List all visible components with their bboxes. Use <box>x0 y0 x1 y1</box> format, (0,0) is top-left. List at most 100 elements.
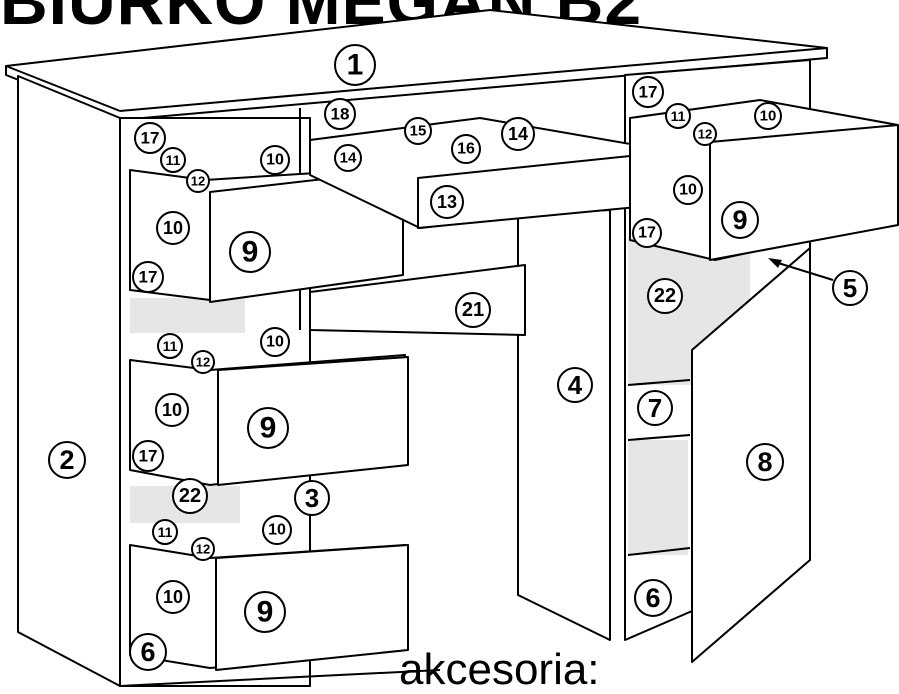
callout-number: 10 <box>679 182 697 199</box>
part-callout-l14a: 14 <box>334 144 362 172</box>
callout-number: 22 <box>654 285 676 307</box>
callout-circle <box>557 367 593 403</box>
part-callout-l12d: 12 <box>693 122 717 146</box>
callout-circle <box>260 145 290 175</box>
callout-number: 8 <box>757 447 772 477</box>
callout-circle <box>160 147 186 173</box>
callout-number: 17 <box>639 83 658 102</box>
callout-circle <box>191 537 215 561</box>
part-callout-l4: 4 <box>557 367 593 403</box>
callout-circle <box>156 580 190 614</box>
part-callout-l10f: 10 <box>262 515 292 545</box>
part-callout-l10c: 10 <box>155 393 189 427</box>
part-callout-l9c: 9 <box>244 591 286 633</box>
callout-number: 9 <box>257 596 274 629</box>
part-callout-l13: 13 <box>430 185 464 219</box>
callout-circle <box>754 102 782 130</box>
callout-number: 17 <box>139 268 158 287</box>
part-callout-l22b: 22 <box>172 478 208 514</box>
callout-circle <box>404 117 432 145</box>
part-callout-l11b: 11 <box>157 333 183 359</box>
part-callout-l2: 2 <box>48 441 86 479</box>
part-callout-l10a: 10 <box>156 211 190 245</box>
label-5-leader-line <box>774 261 834 281</box>
callout-circle <box>693 122 717 146</box>
callout-circle <box>186 169 210 193</box>
callout-number: 9 <box>732 205 747 235</box>
callout-circle <box>632 76 664 108</box>
left-drawer-2-front <box>217 356 409 486</box>
callout-circle <box>721 201 759 239</box>
callout-circle <box>637 390 673 426</box>
part-callout-l10g: 10 <box>673 175 703 205</box>
right-shelf-gray-lower <box>628 440 688 555</box>
callout-circle <box>430 185 464 219</box>
part-callout-l9a: 9 <box>229 231 271 273</box>
callout-circle <box>832 270 868 306</box>
callout-circle <box>260 327 290 357</box>
callout-circle <box>634 579 672 617</box>
callout-circle <box>172 478 208 514</box>
part-callout-l21: 21 <box>455 292 491 328</box>
part-callout-l1: 1 <box>334 44 376 86</box>
part-callout-l11a: 11 <box>160 147 186 173</box>
callout-number: 11 <box>166 152 181 168</box>
callout-number: 17 <box>139 447 158 466</box>
callout-circle <box>157 333 183 359</box>
callout-circle <box>152 519 178 545</box>
part-callout-l22a: 22 <box>647 278 683 314</box>
callout-number: 12 <box>196 542 210 557</box>
callout-circle <box>129 633 167 671</box>
callout-number: 5 <box>843 273 857 303</box>
callout-circle <box>665 103 691 129</box>
callout-circle <box>156 211 190 245</box>
callout-circle <box>451 134 481 164</box>
part-callout-l12b: 12 <box>191 350 215 374</box>
callout-circle <box>324 98 356 130</box>
callout-number: 10 <box>163 218 183 238</box>
callout-circle <box>48 441 86 479</box>
callout-number: 10 <box>163 587 183 607</box>
callout-number: 18 <box>331 105 350 124</box>
part-callout-l10e: 10 <box>156 580 190 614</box>
part-callout-l7: 7 <box>637 390 673 426</box>
part-callout-l10h: 10 <box>754 102 782 130</box>
callout-circle <box>132 261 164 293</box>
part-callout-l8: 8 <box>746 443 784 481</box>
part-callout-l12a: 12 <box>186 169 210 193</box>
callout-circle <box>132 440 164 472</box>
callout-number: 1 <box>347 49 364 82</box>
callout-number: 10 <box>162 400 182 420</box>
part-callout-l17a: 17 <box>134 122 166 154</box>
callout-number: 17 <box>141 129 160 148</box>
callout-number: 10 <box>268 522 286 539</box>
callout-number: 10 <box>266 334 284 351</box>
callout-circle <box>632 218 662 248</box>
part-callout-l18: 18 <box>324 98 356 130</box>
callout-number: 11 <box>158 524 173 540</box>
callout-circle <box>262 515 292 545</box>
callout-number: 11 <box>163 338 178 354</box>
part-callout-l10d: 10 <box>260 327 290 357</box>
part-callout-l10b: 10 <box>260 145 290 175</box>
part-callout-l16: 16 <box>451 134 481 164</box>
callout-number: 2 <box>59 445 74 475</box>
callout-number: 14 <box>508 124 528 144</box>
callout-circle <box>673 175 703 205</box>
callout-circle <box>294 480 330 516</box>
callout-number: 21 <box>462 299 484 321</box>
label-5-arrowhead <box>768 258 782 268</box>
part-callout-l11c: 11 <box>152 519 178 545</box>
callout-circle <box>455 292 491 328</box>
part-callout-l17c: 17 <box>132 440 164 472</box>
callout-circle <box>134 122 166 154</box>
callout-number: 14 <box>340 150 357 167</box>
part-callout-l12c: 12 <box>191 537 215 561</box>
callout-circle <box>334 144 362 172</box>
callout-circle <box>334 44 376 86</box>
left-gray-panel-upper <box>130 298 245 333</box>
middle-side-panel <box>517 209 611 641</box>
left-side-panel <box>17 75 121 687</box>
callout-number: 10 <box>266 152 284 169</box>
